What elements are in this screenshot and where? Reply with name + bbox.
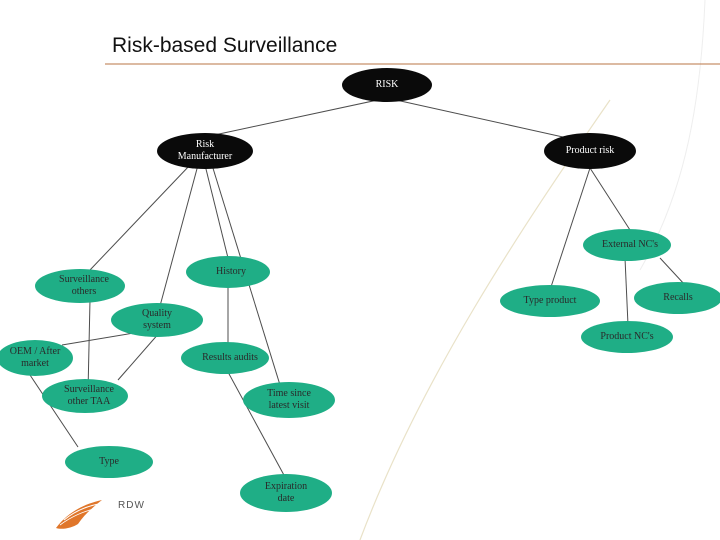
edge-manufacturer-quality bbox=[159, 164, 199, 307]
node-product-ncs bbox=[581, 321, 673, 353]
edge-quality-oem bbox=[61, 331, 141, 346]
node-recalls bbox=[634, 282, 720, 314]
edge-risk-productrisk bbox=[386, 97, 591, 144]
edge-external-recalls bbox=[659, 257, 686, 286]
background-curve bbox=[639, 0, 706, 271]
node-type bbox=[65, 446, 153, 478]
edge-quality-surveillance-taa bbox=[117, 331, 161, 381]
node-quality-system bbox=[111, 303, 203, 337]
node-risk-manufacturer bbox=[157, 133, 253, 169]
node-expiration-date bbox=[240, 474, 332, 512]
slide-title: Risk-based Surveillance bbox=[112, 34, 338, 57]
node-time-since-latest-visit bbox=[243, 382, 335, 418]
node-risk bbox=[342, 68, 432, 102]
node-surveillance-other-taa bbox=[42, 379, 128, 413]
edge-productrisk-typeproduct bbox=[549, 167, 591, 291]
node-product-risk bbox=[544, 133, 636, 169]
node-type-product bbox=[500, 285, 600, 317]
edge-oem-type bbox=[29, 374, 79, 448]
node-results-audits bbox=[181, 342, 269, 374]
edge-productrisk-external bbox=[589, 167, 631, 231]
node-oem-aftermarket bbox=[0, 340, 73, 376]
edge-risk-manufacturer bbox=[204, 97, 388, 138]
edge-manufacturer-history bbox=[204, 164, 229, 259]
edge-external-productncs bbox=[624, 257, 629, 326]
logo-text: RDW bbox=[118, 500, 145, 511]
node-surveillance-others bbox=[35, 269, 125, 303]
node-history bbox=[186, 256, 270, 288]
edge-others-oem-branch bbox=[87, 299, 91, 393]
edges bbox=[29, 97, 686, 478]
node-external-ncs bbox=[583, 229, 671, 261]
rdw-logo-icon bbox=[56, 500, 105, 529]
edge-results-expiration bbox=[227, 371, 286, 478]
edge-manufacturer-surveillance-others bbox=[89, 164, 191, 271]
